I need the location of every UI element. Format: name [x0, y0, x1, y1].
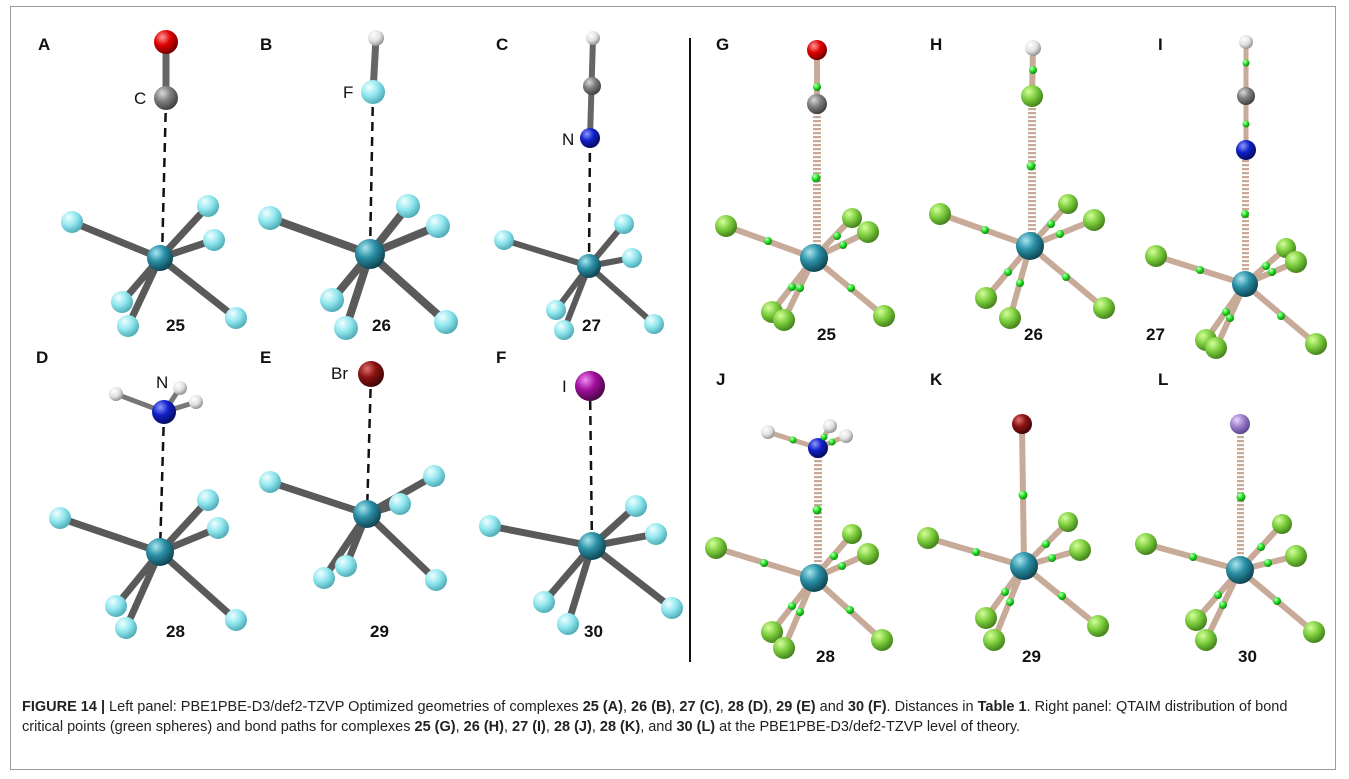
panel-letter-B: B [260, 35, 272, 54]
qtaim-I [1145, 35, 1327, 359]
caption-segment: , [719, 699, 728, 715]
molecule-E [259, 361, 447, 591]
panel-letter-J: J [716, 370, 725, 389]
caption-segment: , [671, 699, 680, 715]
caption-segment: Table 1 [977, 699, 1027, 715]
qtaim-H [929, 40, 1115, 329]
caption-segment: , [545, 719, 554, 735]
caption-segment: 26 (H) [463, 719, 504, 735]
qtaim-K [917, 414, 1109, 651]
atom-label-B: F [343, 83, 353, 102]
molecule-B [258, 30, 458, 340]
caption-segment: 25 (A) [582, 699, 623, 715]
caption-segment: . Right panel: QTAIM distribution of bon… [22, 699, 1288, 735]
qtaim-G [715, 40, 895, 331]
compound-number: 30 [584, 622, 603, 641]
caption-segment: 27 (I) [512, 719, 546, 735]
compound-number: 27 [582, 316, 601, 335]
compound-number: 26 [1024, 325, 1043, 344]
panel-letter-I: I [1158, 35, 1163, 54]
caption-segment: 28 (D) [727, 699, 769, 715]
compound-number: 28 [166, 622, 185, 641]
caption-segment: 30 (L) [676, 719, 716, 735]
panel-letter-L: L [1158, 370, 1168, 389]
figure-caption: FIGURE 14 | Left panel: PBE1PBE-D3/def2-… [22, 697, 1322, 737]
panel-letter-C: C [496, 35, 508, 54]
caption-segment: 25 (G) [414, 719, 456, 735]
compound-number: 27 [1146, 325, 1165, 344]
molecule-D [49, 381, 247, 639]
compound-number: 28 [816, 647, 835, 666]
compound-number: 25 [817, 325, 836, 344]
molecule-A [61, 30, 247, 337]
atom-label-D: N [156, 373, 168, 392]
figure-canvas: A B C D E F G H I J K L C F N N Br I 25 … [36, 30, 1327, 666]
atom-label-F: I [562, 377, 567, 396]
caption-segment: 27 (C) [679, 699, 720, 715]
compound-number: 30 [1238, 647, 1257, 666]
panel-letter-H: H [930, 35, 942, 54]
panel-letter-E: E [260, 348, 271, 367]
panel-letter-F: F [496, 348, 506, 367]
caption-segment: , [622, 699, 632, 715]
caption-segment: 29 (E) [776, 699, 816, 715]
qtaim-L [1135, 414, 1325, 651]
caption-segment: , [455, 719, 464, 735]
atom-label-E: Br [331, 364, 348, 383]
caption-segment: Left panel: PBE1PBE-D3/def2-TZVP Optimiz… [105, 699, 583, 715]
molecule-C [494, 31, 664, 340]
atom-label-C: N [562, 130, 574, 149]
qtaim-J [705, 419, 893, 659]
panel-letter-G: G [716, 35, 729, 54]
caption-segment: at the PBE1PBE-D3/def2-TZVP level of the… [715, 719, 1021, 735]
caption-segment: . Distances in [886, 699, 978, 715]
caption-segment: and [815, 699, 848, 715]
caption-segment: , [768, 699, 777, 715]
caption-segment: , [591, 719, 600, 735]
compound-number: 29 [1022, 647, 1041, 666]
caption-segment: , and [640, 719, 677, 735]
panel-letter-K: K [930, 370, 943, 389]
molecule-F [479, 371, 683, 635]
compound-number: 26 [372, 316, 391, 335]
caption-segment: 28 (K) [599, 719, 641, 735]
compound-number: 29 [370, 622, 389, 641]
figure-label: FIGURE 14 | [22, 699, 106, 715]
caption-segment: , [503, 719, 513, 735]
caption-segment: 30 (F) [847, 699, 887, 715]
caption-segment: 28 (J) [553, 719, 592, 735]
compound-number: 25 [166, 316, 185, 335]
figure-frame [10, 6, 1336, 770]
caption-text: Left panel: PBE1PBE-D3/def2-TZVP Optimiz… [22, 699, 1287, 735]
atom-label-A: C [134, 89, 146, 108]
caption-segment: 26 (B) [631, 699, 672, 715]
panel-letter-D: D [36, 348, 48, 367]
panel-letter-A: A [38, 35, 50, 54]
